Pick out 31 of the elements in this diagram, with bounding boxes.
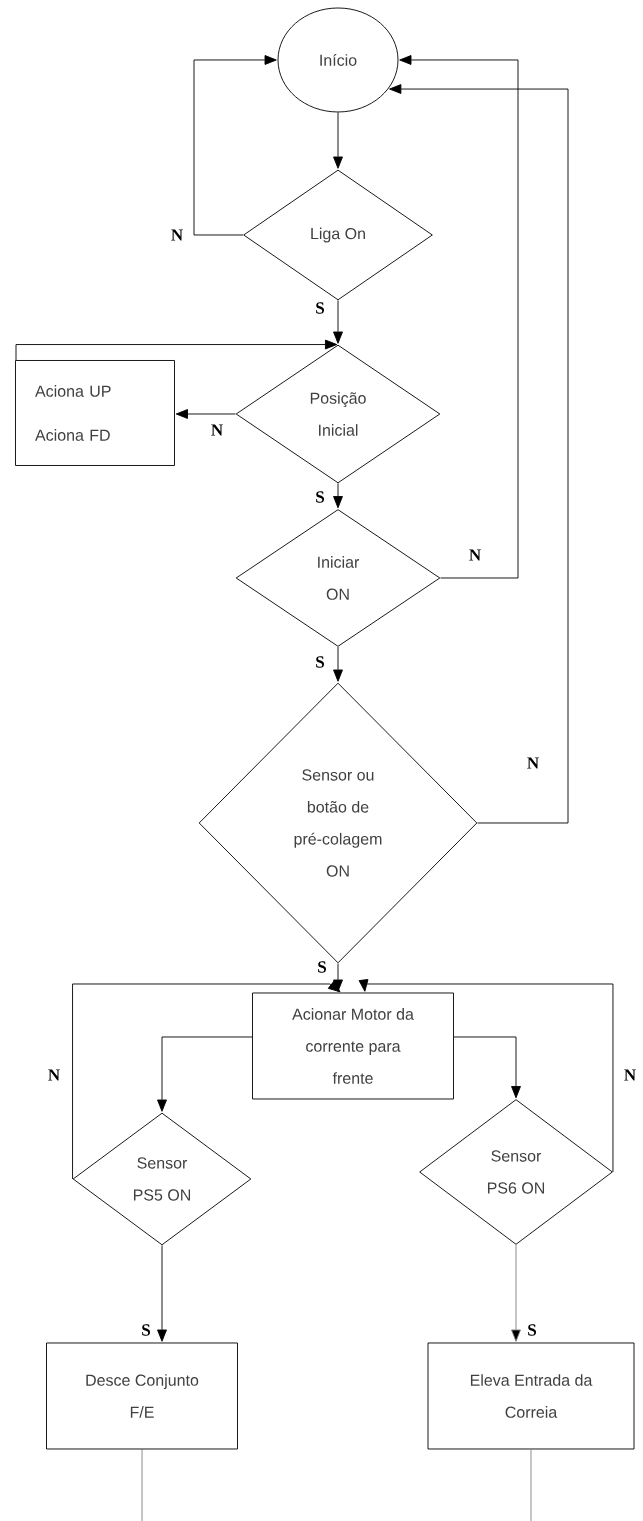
arrow xyxy=(358,979,614,1173)
process-box: Eleva Entrada da Correia xyxy=(427,1342,635,1450)
edge-label: S xyxy=(140,1323,152,1337)
arrow xyxy=(453,1036,521,1099)
arrow xyxy=(72,980,341,1180)
edge-label: N xyxy=(622,1068,638,1082)
arrow xyxy=(157,1245,167,1342)
edge-label: S xyxy=(314,301,326,315)
edge-label: N xyxy=(209,423,225,437)
edge-label: N xyxy=(169,228,185,242)
edge-label: N xyxy=(525,756,541,770)
edge-label: N xyxy=(467,548,483,562)
process-box: Aciona UP Aciona FD xyxy=(15,360,175,466)
arrow xyxy=(175,409,236,419)
arrow xyxy=(333,483,343,509)
arrow xyxy=(389,84,569,824)
arrow xyxy=(511,1244,521,1342)
arrow xyxy=(157,1036,253,1112)
arrow xyxy=(15,339,338,361)
arrow xyxy=(333,112,343,169)
process-box: Desce Conjunto F/E xyxy=(46,1342,238,1450)
arrow xyxy=(333,646,343,682)
edge-label: S xyxy=(526,1323,538,1337)
edge-label: N xyxy=(46,1068,62,1082)
edge-label: S xyxy=(314,490,326,504)
arrow xyxy=(333,963,343,992)
arrow xyxy=(193,55,277,236)
process-box: Acionar Motor da corrente para frente xyxy=(252,992,454,1100)
arrow xyxy=(333,300,343,344)
edge-label: S xyxy=(314,655,326,669)
arrow xyxy=(399,55,519,579)
